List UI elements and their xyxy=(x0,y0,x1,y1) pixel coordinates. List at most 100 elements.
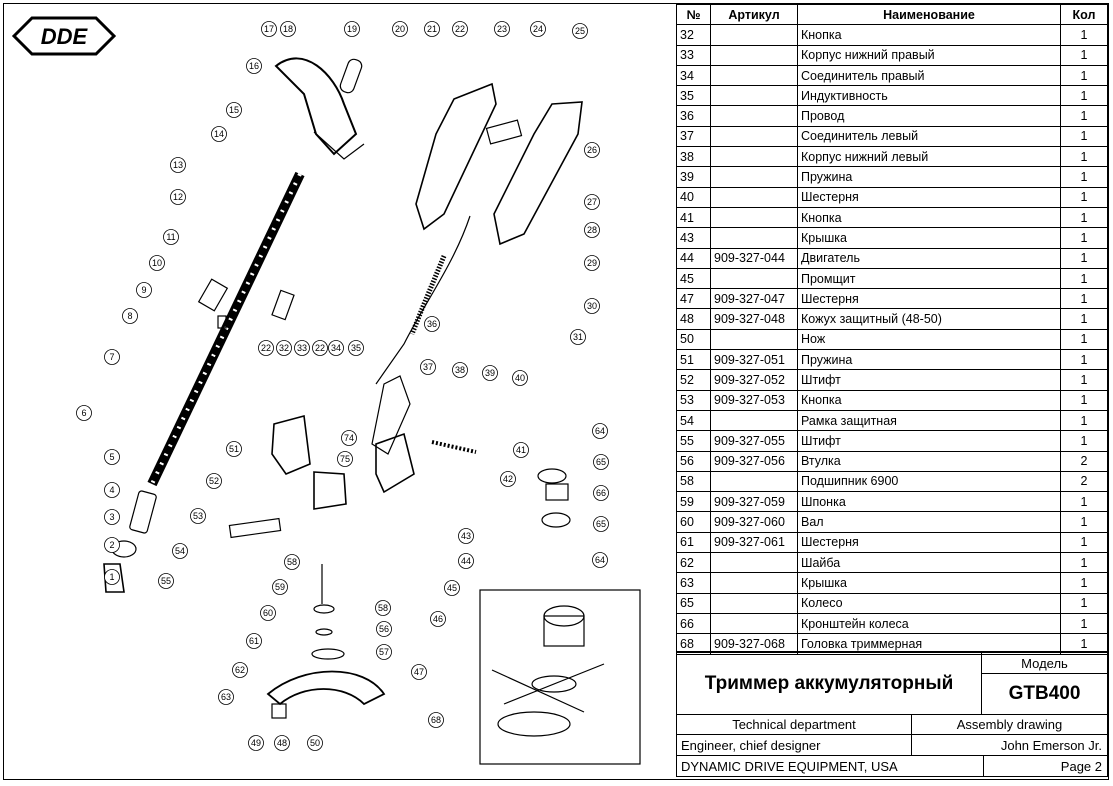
callout-circle xyxy=(458,553,474,569)
callout-label: 32 xyxy=(279,343,289,353)
callout-circle xyxy=(584,222,600,238)
callout-circle xyxy=(294,340,310,356)
callout-circle xyxy=(258,340,274,356)
callout-circle xyxy=(307,735,323,751)
callout-circle xyxy=(341,430,357,446)
cell-name: Пружина xyxy=(797,349,1061,371)
callout-circle xyxy=(570,329,586,345)
page-frame xyxy=(3,3,1109,780)
cell-article xyxy=(710,592,798,614)
cell-qty: 1 xyxy=(1060,125,1108,148)
cell-article xyxy=(710,64,798,87)
cell-qty: 2 xyxy=(1060,470,1108,493)
cell-article xyxy=(710,166,798,188)
callout-label: 74 xyxy=(344,433,354,443)
cell-article: 909-327-044 xyxy=(710,247,798,269)
callout-circle xyxy=(376,644,392,660)
cell-name: Соединитель правый xyxy=(797,64,1061,87)
cell-name: Штифт xyxy=(797,430,1061,452)
cell-article: 909-327-055 xyxy=(710,430,798,452)
cell-name: Соединитель левый xyxy=(797,125,1061,148)
cell-num: 62 xyxy=(676,552,711,574)
callout-label: 2 xyxy=(109,540,114,550)
cell-article xyxy=(710,267,798,290)
cell-article: 909-327-051 xyxy=(710,349,798,371)
callout-label: 56 xyxy=(379,624,389,634)
callout-circle xyxy=(512,370,528,386)
document-type: Assembly drawing xyxy=(911,714,1108,735)
callout-label: 60 xyxy=(263,608,273,618)
cell-name: Шпонка xyxy=(797,491,1061,513)
callout-circle xyxy=(232,662,248,678)
cell-qty: 1 xyxy=(1060,288,1108,310)
callout-label: 62 xyxy=(235,665,245,675)
callout-circle xyxy=(494,21,510,37)
title-block: Триммер аккумуляторный Модель GTB400 Tec… xyxy=(676,651,1108,778)
callout-label: 7 xyxy=(109,352,114,362)
logo-text: DDE xyxy=(41,24,89,49)
callout-label: 17 xyxy=(264,24,274,34)
callout-circle xyxy=(149,255,165,271)
callout-label: 75 xyxy=(340,454,350,464)
cell-article: 909-327-053 xyxy=(710,389,798,411)
cell-name: Шестерня xyxy=(797,531,1061,554)
role: Engineer, chief designer xyxy=(676,734,912,756)
callout-circle xyxy=(122,308,138,324)
cell-name: Корпус нижний левый xyxy=(797,146,1061,168)
callout-label: 55 xyxy=(161,576,171,586)
cell-qty: 1 xyxy=(1060,267,1108,290)
callout-label: 45 xyxy=(447,583,457,593)
callout-circle xyxy=(375,600,391,616)
cell-name: Кнопка xyxy=(797,389,1061,411)
cell-qty: 1 xyxy=(1060,44,1108,66)
callout-label: 11 xyxy=(166,232,175,242)
callout-circle xyxy=(104,569,120,585)
callout-label: 9 xyxy=(141,285,146,295)
callout-circle xyxy=(452,21,468,37)
callout-circle xyxy=(272,579,288,595)
callout-label: 4 xyxy=(109,485,114,495)
cell-num: 44 xyxy=(676,247,711,269)
callout-label: 10 xyxy=(152,258,162,268)
cell-qty: 2 xyxy=(1060,450,1108,472)
cell-qty: 1 xyxy=(1060,612,1108,635)
callout-label: 29 xyxy=(587,258,597,268)
cell-name: Крышка xyxy=(797,227,1061,249)
callout-label: 49 xyxy=(251,738,261,748)
callout-circle xyxy=(104,349,120,365)
callout-label: 20 xyxy=(395,24,405,34)
cell-qty: 1 xyxy=(1060,64,1108,87)
callout-label: 12 xyxy=(173,192,183,202)
cell-qty: 1 xyxy=(1060,328,1108,351)
cell-name: Пружина xyxy=(797,166,1061,188)
cell-num: 50 xyxy=(676,328,711,351)
person: John Emerson Jr. xyxy=(911,734,1108,756)
cell-article: 909-327-068 xyxy=(710,633,798,655)
cell-article xyxy=(710,328,798,351)
cell-num: 55 xyxy=(676,430,711,452)
callout-label: 66 xyxy=(596,488,606,498)
cell-num: 66 xyxy=(676,612,711,635)
callout-label: 37 xyxy=(423,362,433,372)
cell-name: Кожух защитный (48-50) xyxy=(797,308,1061,330)
cell-num: 33 xyxy=(676,44,711,66)
callout-circle xyxy=(428,712,444,728)
callout-circle xyxy=(424,316,440,332)
callout-circle xyxy=(593,516,609,532)
cell-name: Подшипник 6900 xyxy=(797,470,1061,493)
callout-label: 35 xyxy=(351,343,361,353)
cell-name: Вал xyxy=(797,511,1061,533)
callout-circle xyxy=(136,282,152,298)
callout-circle xyxy=(593,454,609,470)
callout-label: 39 xyxy=(485,368,495,378)
callout-label: 21 xyxy=(427,24,437,34)
